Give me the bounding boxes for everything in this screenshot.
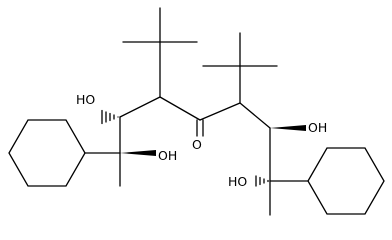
- bond-choh-to-ch-left: [119, 96, 161, 118]
- bond-ch-to-choh-right: [239, 102, 271, 129]
- bond-carbonyl-to-ch-right: [199, 102, 241, 121]
- hash-bond-oh-left-upper: [101, 109, 119, 125]
- bond-ch-to-carbonyl: [159, 96, 201, 121]
- label-oh-right-upper: OH: [308, 120, 327, 135]
- wedge-bond-oh-left-lower: [120, 150, 156, 156]
- label-oh-left-lower: OH: [158, 148, 177, 163]
- structure-drawing: HO OH O OH HO: [8, 7, 385, 216]
- label-ho-right-lower: HO: [228, 174, 247, 189]
- label-ho-left-upper: HO: [76, 92, 95, 107]
- label-carbonyl-o: O: [192, 137, 202, 152]
- wedge-bond-oh-right-upper: [270, 125, 306, 131]
- hash-bond-oh-right-lower: [255, 175, 269, 187]
- right-cyclohexane-ring: [307, 147, 385, 215]
- left-cyclohexane-ring: [8, 119, 86, 187]
- molecule-canvas: HO OH O OH HO: [8, 7, 385, 216]
